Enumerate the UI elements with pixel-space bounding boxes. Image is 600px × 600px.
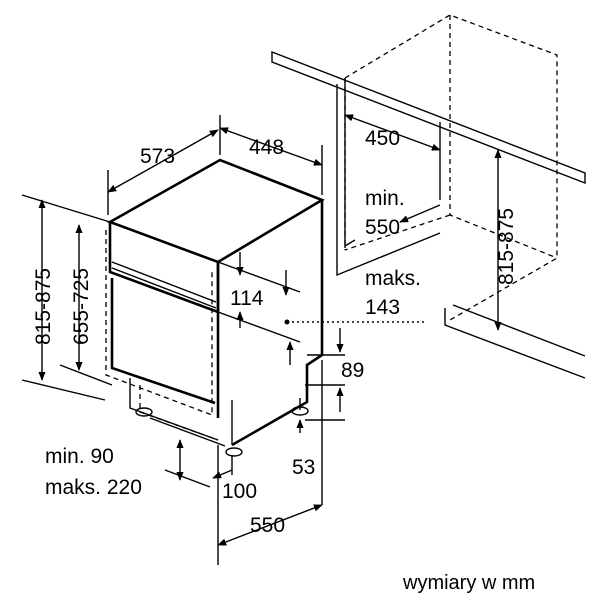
label-min-90: min. 90 <box>45 445 114 468</box>
label-maks: maks. <box>365 267 421 290</box>
reference-dot <box>284 319 290 325</box>
label-height-left: 815-875 <box>32 268 55 345</box>
dim-line-450 <box>344 114 441 151</box>
countertop <box>271 50 586 250</box>
label-maks-143: 143 <box>365 296 400 319</box>
units-note: wymiary w mm <box>402 572 535 594</box>
door-outline <box>105 230 213 416</box>
label-panel-114: 114 <box>230 287 264 310</box>
label-100: 100 <box>222 480 257 503</box>
label-maks-220: maks. 220 <box>45 476 142 499</box>
label-plinth-53: 53 <box>292 456 315 479</box>
dim-line-100 <box>212 469 233 479</box>
dim-line-550 <box>217 504 323 546</box>
label-niche-height: 815-875 <box>495 208 518 285</box>
label-depth-573: 573 <box>140 145 175 168</box>
label-niche-min: min. <box>365 187 405 210</box>
label-plinth-89: 89 <box>341 359 364 382</box>
label-550: 550 <box>250 514 285 537</box>
floor-line <box>444 304 586 379</box>
label-door-height: 655-725 <box>70 268 93 345</box>
label-niche-550: 550 <box>365 216 400 239</box>
dishwasher-body <box>106 158 325 447</box>
label-width-448: 448 <box>249 136 284 159</box>
dim-line-448 <box>219 127 323 166</box>
label-niche-450: 450 <box>365 127 400 150</box>
niche-wall-lines <box>336 232 441 277</box>
dishwasher-feet <box>135 406 309 457</box>
dim-line-min-550 <box>399 204 441 223</box>
dim-line-573 <box>107 129 219 193</box>
